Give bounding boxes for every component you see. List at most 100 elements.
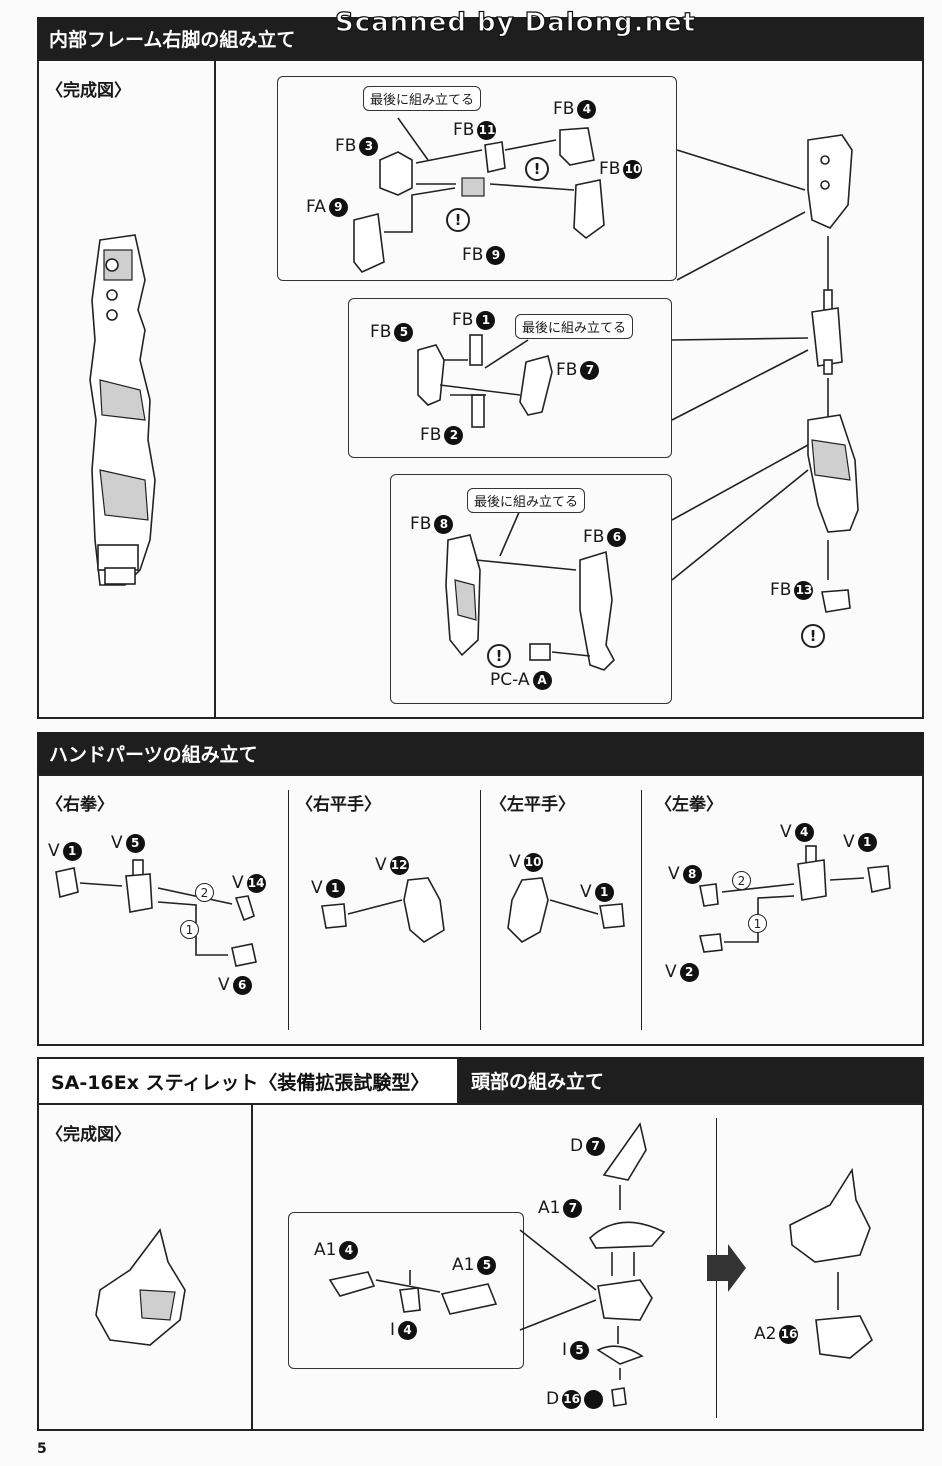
section3-completed-label: 〈完成図〉: [46, 1125, 131, 1145]
label-fb13-code: FB: [770, 580, 792, 600]
label-fb6-number: 6: [607, 527, 627, 547]
section1-frame: [37, 59, 924, 719]
label-fb2-code: FB: [420, 425, 442, 445]
label-i4-code: I: [390, 1320, 396, 1340]
caution-icon: !: [487, 644, 511, 668]
label-fb4-code: FB: [553, 99, 575, 119]
label-fb7-code: FB: [556, 360, 578, 380]
label-fb7-number: 7: [580, 360, 600, 380]
caution-icon: !: [525, 157, 549, 181]
callout-assemble-last-2: 最後に組み立てる: [515, 314, 634, 339]
label-v2-number: 2: [679, 962, 699, 982]
label-v8-code: V: [668, 864, 680, 884]
label-v1b-code: V: [311, 878, 323, 898]
label-a216-code: A2: [754, 1324, 777, 1344]
sub-left-open-hand: 〈左平手〉: [490, 795, 575, 815]
label-v1d-code: V: [843, 832, 855, 852]
completed-leg-drawing: [89, 234, 156, 586]
label-fb8-code: FB: [410, 514, 432, 534]
label-v2-code: V: [665, 962, 677, 982]
label-fb10-number: 10: [623, 159, 643, 179]
box1-parts: [353, 117, 806, 281]
label-v1a-number: 1: [62, 841, 82, 861]
subassembly-box-head: [288, 1212, 524, 1369]
step-1-marker: 1: [748, 914, 767, 933]
label-fb11-number: 11: [477, 120, 497, 140]
label-d7-number: 7: [586, 1136, 606, 1156]
subassembly-box-3: [390, 474, 672, 704]
sub-left-fist: 〈左拳〉: [655, 795, 723, 815]
label-a15-code: A1: [452, 1255, 475, 1275]
section1-completed-label: 〈完成図〉: [46, 81, 131, 101]
page-number: 5: [37, 1441, 47, 1457]
label-i5-number: 5: [570, 1340, 590, 1360]
label-fa9-number: 9: [328, 197, 348, 217]
label-v4-number: 4: [794, 822, 814, 842]
label-v14-code: V: [232, 873, 244, 893]
label-v12-code: V: [375, 855, 387, 875]
section3-frame: [37, 1103, 924, 1431]
section3-divider: [251, 1103, 253, 1431]
label-v1b-number: 1: [325, 878, 345, 898]
label-fb2-number: 2: [444, 425, 464, 445]
label-v5-code: V: [111, 833, 123, 853]
label-fb8-number: 8: [434, 514, 454, 534]
right-column-parts: [807, 134, 859, 613]
label-fb9-number: 9: [486, 245, 506, 265]
label-pca-code: PC-A: [490, 670, 530, 690]
caution-icon: !: [446, 208, 470, 232]
label-fb1-number: 1: [476, 310, 496, 330]
label-v1c-code: V: [580, 882, 592, 902]
callout-assemble-last-1: 最後に組み立てる: [363, 86, 482, 111]
label-fb3-code: FB: [335, 136, 357, 156]
label-v10-number: 10: [523, 852, 543, 872]
section2-divider-3: [641, 790, 642, 1030]
section2-title: ハンドパーツの組み立て: [37, 732, 924, 774]
subassembly-box-2: [348, 298, 672, 458]
box3-parts: [445, 444, 809, 671]
section2-frame: [37, 774, 924, 1046]
sub-right-open-hand: 〈右平手〉: [296, 795, 381, 815]
label-v8-number: 8: [682, 864, 702, 884]
label-fb13-number: 13: [794, 580, 814, 600]
label-a17-code: A1: [538, 1198, 561, 1218]
rotate-icon: [584, 1389, 604, 1409]
label-fb9-code: FB: [462, 245, 484, 265]
label-v6-code: V: [218, 975, 230, 995]
label-fb6-code: FB: [583, 527, 605, 547]
label-a15-number: 5: [477, 1255, 497, 1275]
label-d7-code: D: [570, 1136, 584, 1156]
step-2-marker: 2: [195, 883, 214, 902]
label-d16-code: D: [546, 1389, 560, 1409]
section2-divider-1: [288, 790, 289, 1030]
label-fb10-code: FB: [599, 159, 621, 179]
section3-title-left: SA-16Ex スティレット〈装備拡張試験型〉: [37, 1057, 459, 1103]
label-v10-code: V: [509, 852, 521, 872]
section1-divider: [214, 59, 216, 719]
label-pca-letter: A: [532, 670, 552, 690]
